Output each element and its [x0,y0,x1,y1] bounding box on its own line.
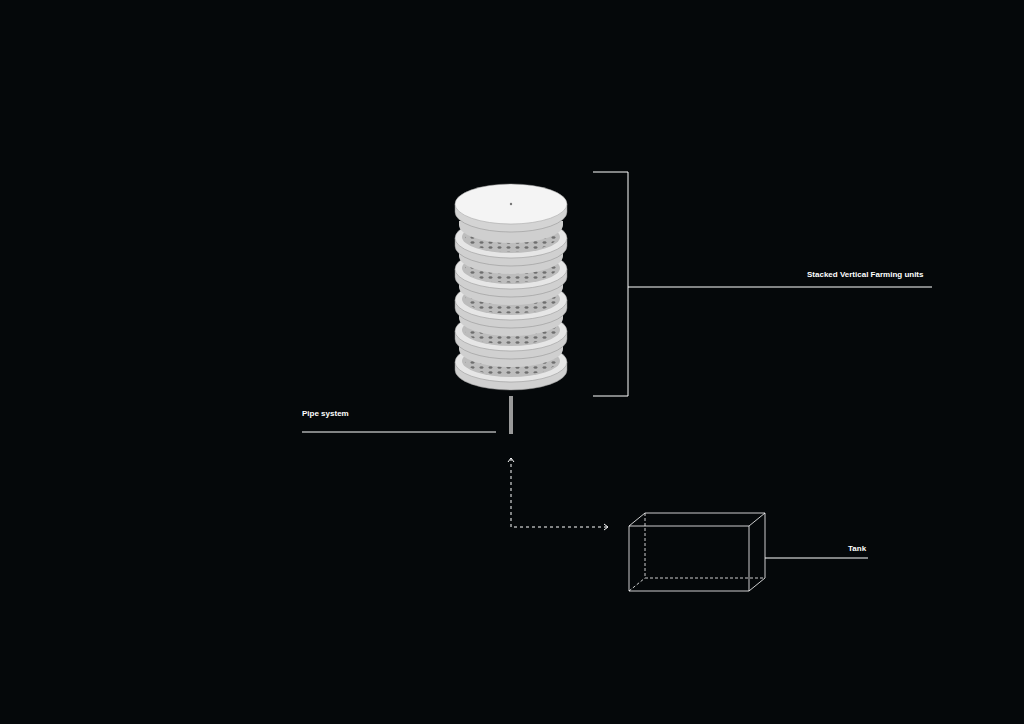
part-label: Stacked Vertical Farming units [807,270,923,280]
arrowhead [508,458,514,462]
bracket [593,172,628,396]
pipe-node: Pipe system [506,398,516,434]
tank-edge [629,513,765,526]
leader-line [302,432,496,433]
tank-edge [749,513,765,591]
leader-line [628,287,932,288]
tank-edge [629,526,749,591]
tank-edge [645,578,765,579]
tank-edge [645,513,646,578]
node-label: Pipe system [302,409,349,419]
pipe [509,396,513,434]
cap-hole [510,203,512,205]
node-label: Tank [848,544,866,554]
tank-box: Tank [628,512,765,592]
tank-outline [628,512,765,592]
arrowhead [604,524,608,530]
dashed-connector [511,458,608,527]
top-cap [455,184,567,224]
farming-stack [455,184,567,434]
leader-line [765,558,868,559]
tank-edge [629,578,645,591]
